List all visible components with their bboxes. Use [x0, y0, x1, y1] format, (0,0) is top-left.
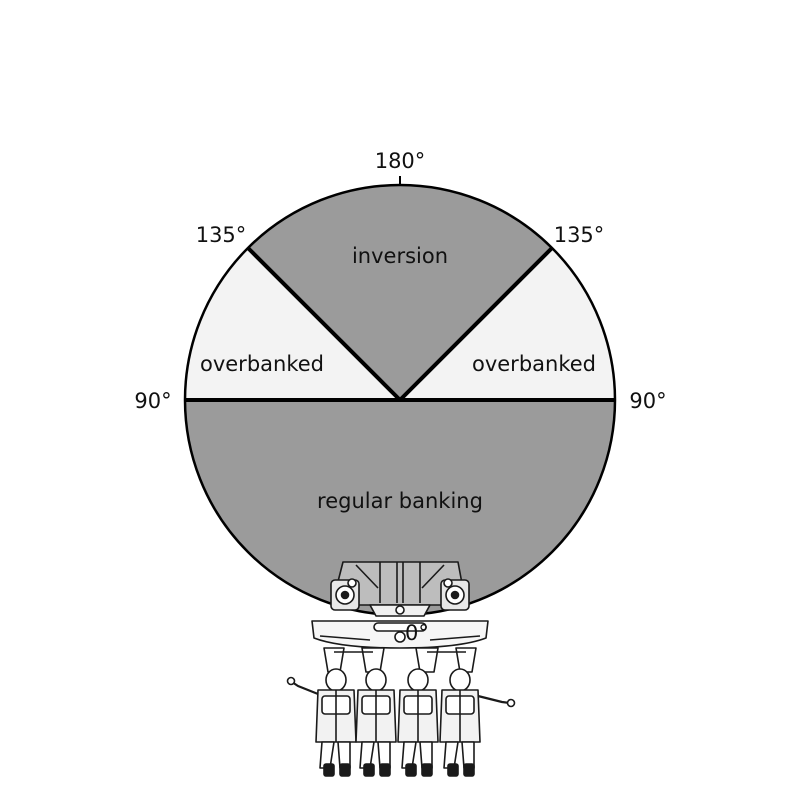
angle-label-0: 0°: [405, 621, 429, 645]
region-label-overbanked-right: overbanked: [472, 352, 596, 376]
sector-overbanked-right: [400, 248, 615, 400]
angle-label-90-right: 90°: [629, 389, 666, 413]
region-label-regular-banking: regular banking: [317, 489, 483, 513]
angle-label-90-left: 90°: [134, 389, 171, 413]
wheel-assembly-right: [440, 578, 470, 611]
seat-pylons: [323, 647, 477, 673]
coaster-train-illustration: 0°: [286, 561, 516, 777]
divider-right-135: [398, 246, 554, 402]
region-label-inversion: inversion: [352, 244, 448, 268]
rider-4: [439, 668, 516, 777]
angle-label-135-left: 135°: [196, 223, 247, 247]
wheel-assembly-left: [330, 578, 360, 611]
angle-label-180: 180°: [375, 149, 426, 173]
region-label-overbanked-left: overbanked: [200, 352, 324, 376]
rider-1: [286, 668, 357, 777]
sector-regular-banking: [185, 400, 615, 615]
rider-3: [397, 668, 439, 777]
angle-label-135-right: 135°: [554, 223, 605, 247]
divider-left-135: [246, 246, 402, 402]
sector-inversion: [248, 185, 552, 400]
sector-overbanked-left: [185, 248, 400, 400]
rider-2: [355, 668, 397, 777]
